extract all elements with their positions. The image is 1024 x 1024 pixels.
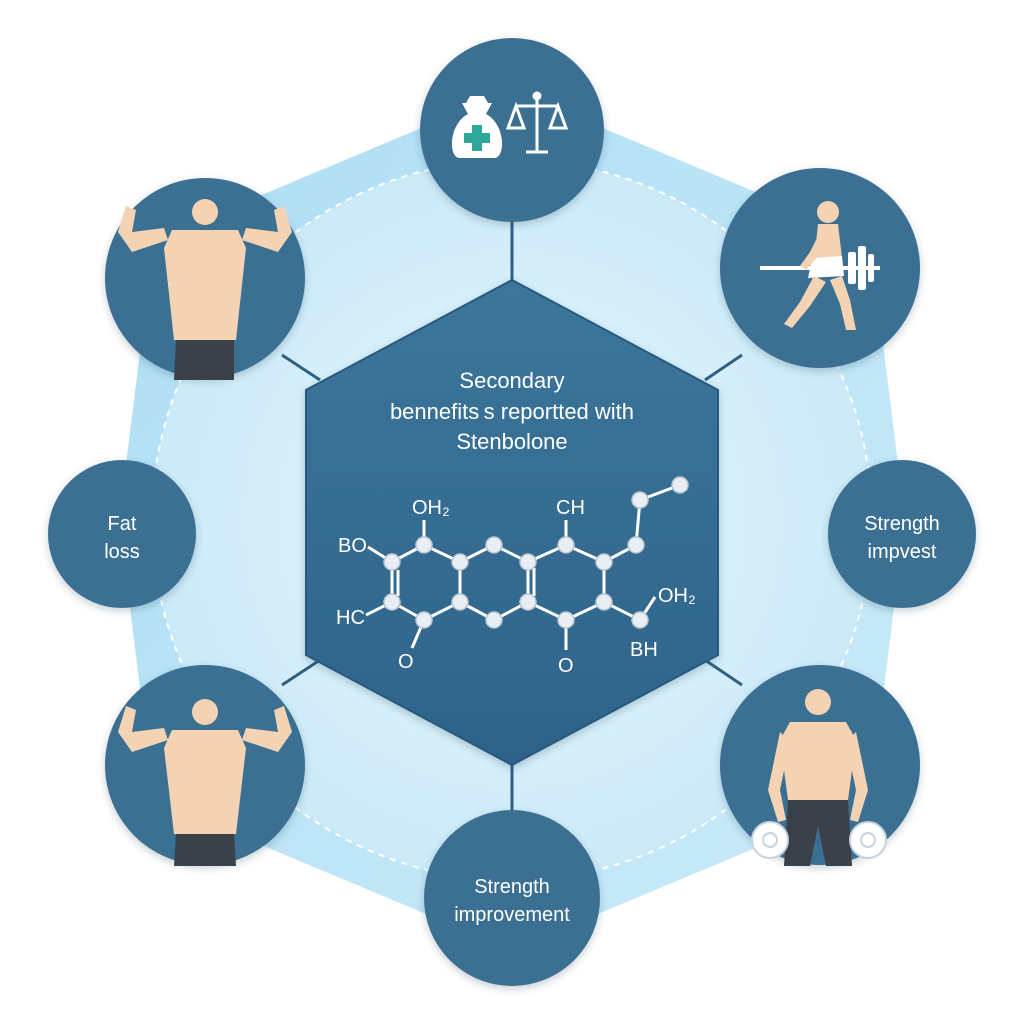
flexing-man-icon	[118, 699, 292, 866]
center-hexagon	[305, 278, 719, 767]
molecule-label-bh: BH	[630, 639, 658, 661]
node-upper-right	[720, 168, 920, 368]
molecule-label-o-mid: O	[558, 655, 574, 677]
node-left-label-line-1: Fat	[108, 513, 137, 535]
node-right: Strength impvest	[828, 460, 976, 608]
molecule-label-o-left: O	[398, 651, 414, 673]
connector-lines	[281, 220, 743, 820]
molecule-label-ch: CH	[556, 497, 585, 519]
node-lower-left	[105, 665, 305, 866]
node-lower-right	[720, 665, 920, 866]
balance-scale-icon	[505, 91, 569, 154]
molecule-label-bo: BO	[338, 535, 367, 557]
molecule-label-oh2-top: OH₂	[412, 497, 450, 519]
node-upper-left	[105, 178, 305, 380]
center-title-line-3: Stenbolone	[456, 429, 567, 454]
node-bottom-label-line-1: Strength	[474, 876, 550, 898]
node-right-label-line-1: Strength	[864, 513, 940, 535]
node-bottom: Strength improvement	[424, 810, 600, 986]
flexing-man-icon	[118, 199, 292, 380]
molecule-label-hc: HC	[336, 607, 365, 629]
man-with-barbell-icon	[760, 201, 880, 330]
node-left-label-line-2: loss	[104, 541, 140, 563]
node-top	[420, 38, 604, 222]
molecule-label-oh2-right: OH₂	[658, 585, 696, 607]
center-title-line-1: Secondary	[459, 368, 564, 393]
node-bottom-label-line-2: improvement	[454, 904, 570, 926]
node-left: Fat loss	[48, 460, 196, 608]
node-right-label-line-2: impvest	[868, 541, 937, 563]
molecule-structure: OH₂ CH BO HC O O OH₂ BH	[336, 476, 696, 677]
money-bag-icon	[451, 96, 503, 158]
muscular-man-with-dumbbells-icon	[751, 689, 887, 866]
center-title-line-2: bennefits s reportted with	[390, 399, 634, 424]
